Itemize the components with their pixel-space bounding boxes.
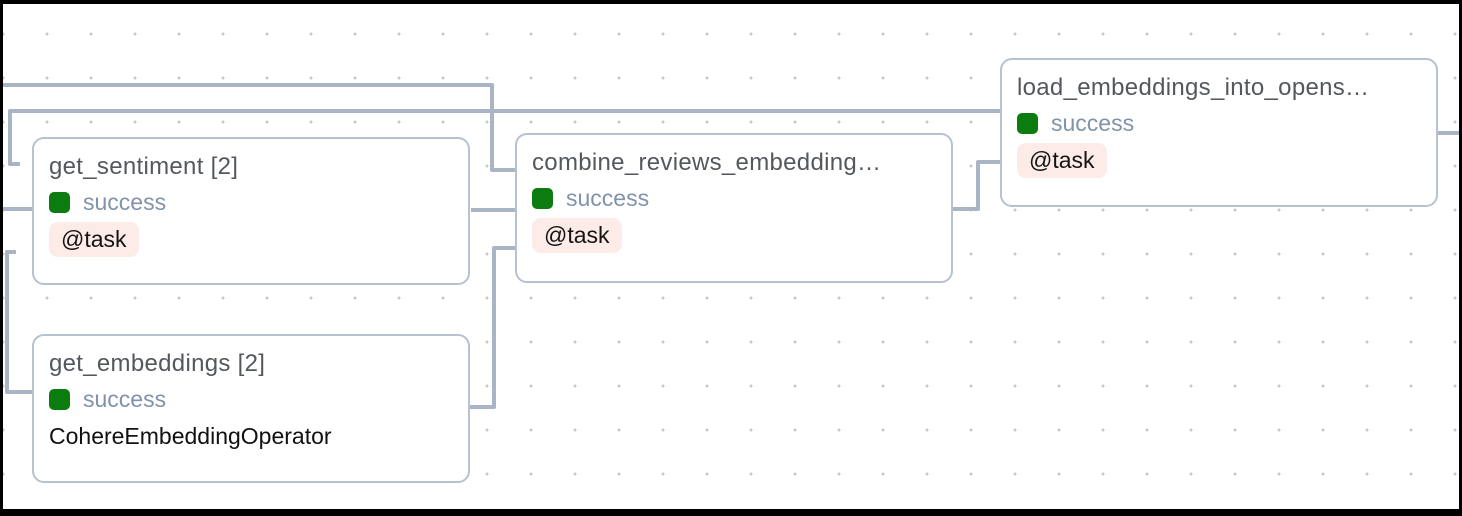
task-status-row: success: [49, 387, 453, 411]
operator-name-label: CohereEmbeddingOperator: [49, 423, 332, 449]
edge-combine-to-load: [953, 160, 1000, 211]
task-status-label: success: [83, 189, 167, 215]
task-status-label: success: [1051, 110, 1135, 136]
task-decorator-badge: @task: [49, 222, 139, 257]
success-status-icon: [1017, 112, 1038, 134]
task-title: combine_reviews_embedding…: [532, 149, 882, 176]
task-status-label: success: [83, 386, 167, 412]
task-title: get_embeddings [2]: [49, 350, 266, 377]
task-node-load-embeddings-into-opensearch[interactable]: load_embeddings_into_opens… success @tas…: [1000, 58, 1438, 207]
edge-upstream-to-combine: [0, 83, 515, 172]
edge-get-embeddings-to-combine: [470, 246, 515, 409]
task-title: load_embeddings_into_opens…: [1017, 74, 1370, 101]
task-status-row: success: [532, 186, 936, 210]
task-node-combine-reviews-embeddings[interactable]: combine_reviews_embedding… success @task: [515, 133, 953, 283]
edge-upstream-to-get-embeddings: [5, 250, 33, 394]
task-status-row: success: [49, 190, 453, 214]
task-title: get_sentiment [2]: [49, 153, 239, 180]
edge-upstream-to-load: [8, 109, 1000, 166]
task-status-row: success: [1017, 111, 1421, 135]
success-status-icon: [49, 191, 70, 213]
task-node-get-embeddings[interactable]: get_embeddings [2] success CohereEmbeddi…: [32, 334, 470, 483]
success-status-icon: [532, 187, 553, 209]
task-decorator-badge: @task: [532, 218, 622, 253]
task-status-label: success: [566, 185, 650, 211]
task-decorator-badge: @task: [1017, 143, 1107, 178]
task-node-get-sentiment[interactable]: get_sentiment [2] success @task: [32, 137, 470, 285]
success-status-icon: [49, 388, 70, 410]
